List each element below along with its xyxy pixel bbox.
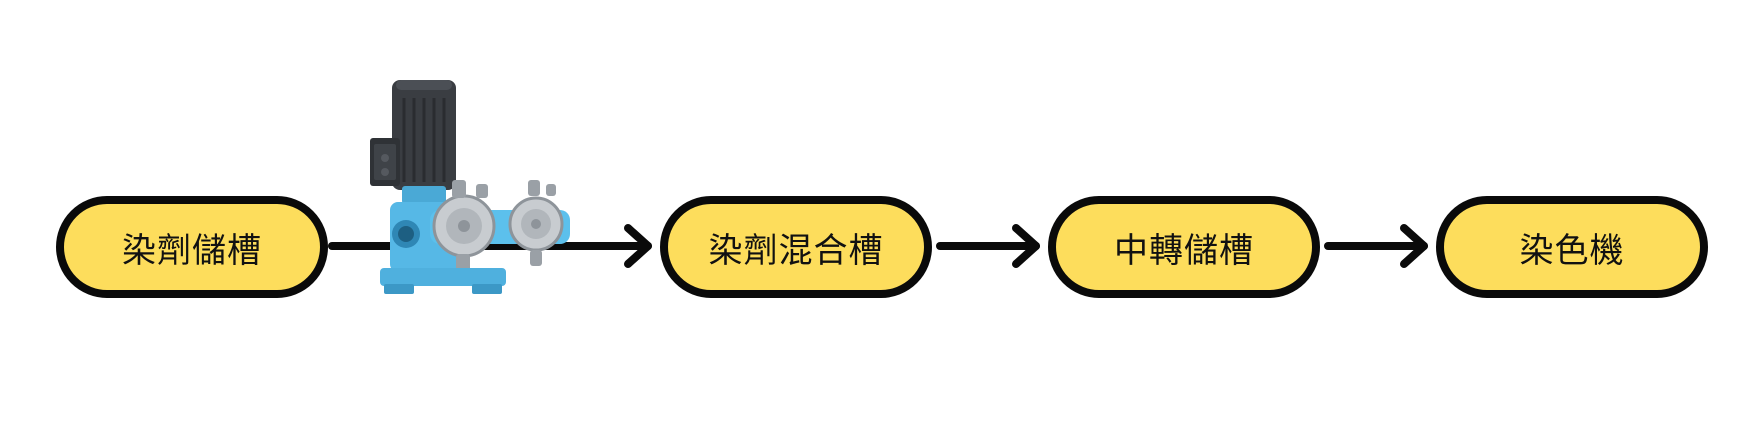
arrowhead-icon (624, 224, 652, 268)
node-dyeing-machine: 染色機 (1436, 196, 1708, 298)
node-dye-storage-tank: 染劑儲槽 (56, 196, 328, 298)
node-label: 染劑儲槽 (122, 230, 262, 271)
diaphragm-metering-pump-icon (370, 80, 570, 294)
node-label: 染色機 (1519, 230, 1625, 271)
arrowhead-icon (1400, 224, 1428, 268)
node-transfer-storage-tank: 中轉儲槽 (1048, 196, 1320, 298)
arrowhead-icon (1012, 224, 1040, 268)
node-label: 染劑混合槽 (708, 230, 884, 271)
node-dye-mixing-tank: 染劑混合槽 (660, 196, 932, 298)
node-label: 中轉儲槽 (1114, 230, 1254, 271)
